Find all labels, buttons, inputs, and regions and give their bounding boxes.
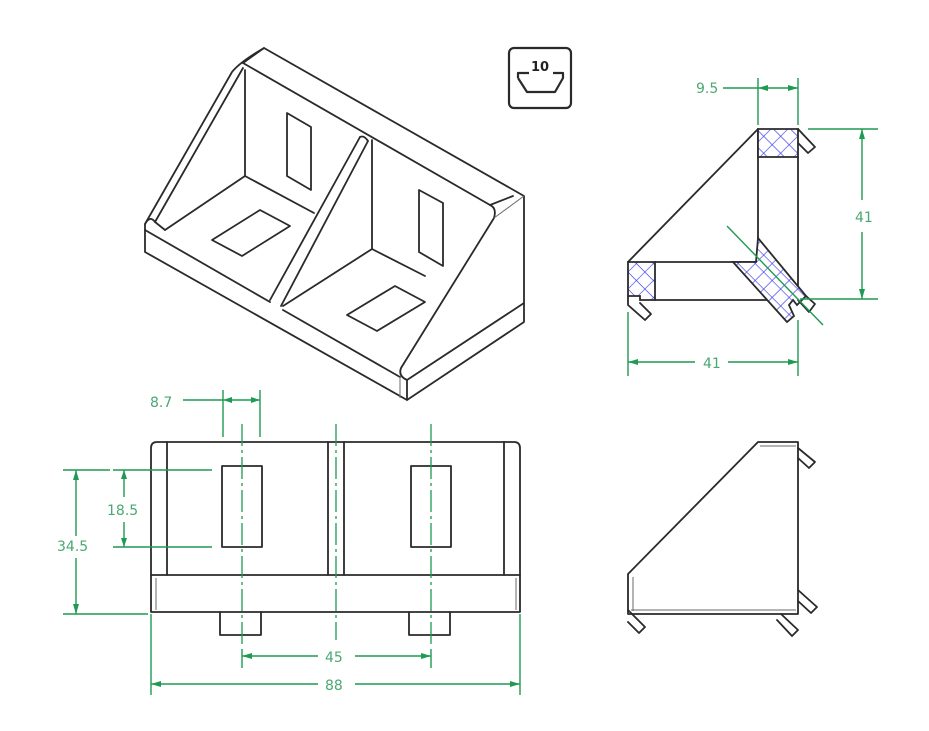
dim-section-height: 41	[855, 210, 873, 226]
front-view: 8.7 18.5 34.5 45 88	[57, 390, 521, 695]
section-view: 9.5 41 41	[627, 78, 878, 376]
dim-hole-spacing: 45	[325, 650, 343, 666]
slot-size-icon: 10	[507, 46, 573, 110]
dim-wall-thickness: 9.5	[696, 81, 718, 97]
dim-total-length: 88	[325, 678, 343, 694]
dim-hole-height: 18.5	[107, 503, 138, 519]
side-view	[627, 441, 818, 637]
dim-section-width: 41	[703, 356, 721, 372]
isometric-view	[144, 47, 525, 401]
dim-total-height: 34.5	[57, 539, 88, 555]
dim-hole-width: 8.7	[150, 395, 172, 411]
slot-size-label: 10	[531, 60, 549, 75]
